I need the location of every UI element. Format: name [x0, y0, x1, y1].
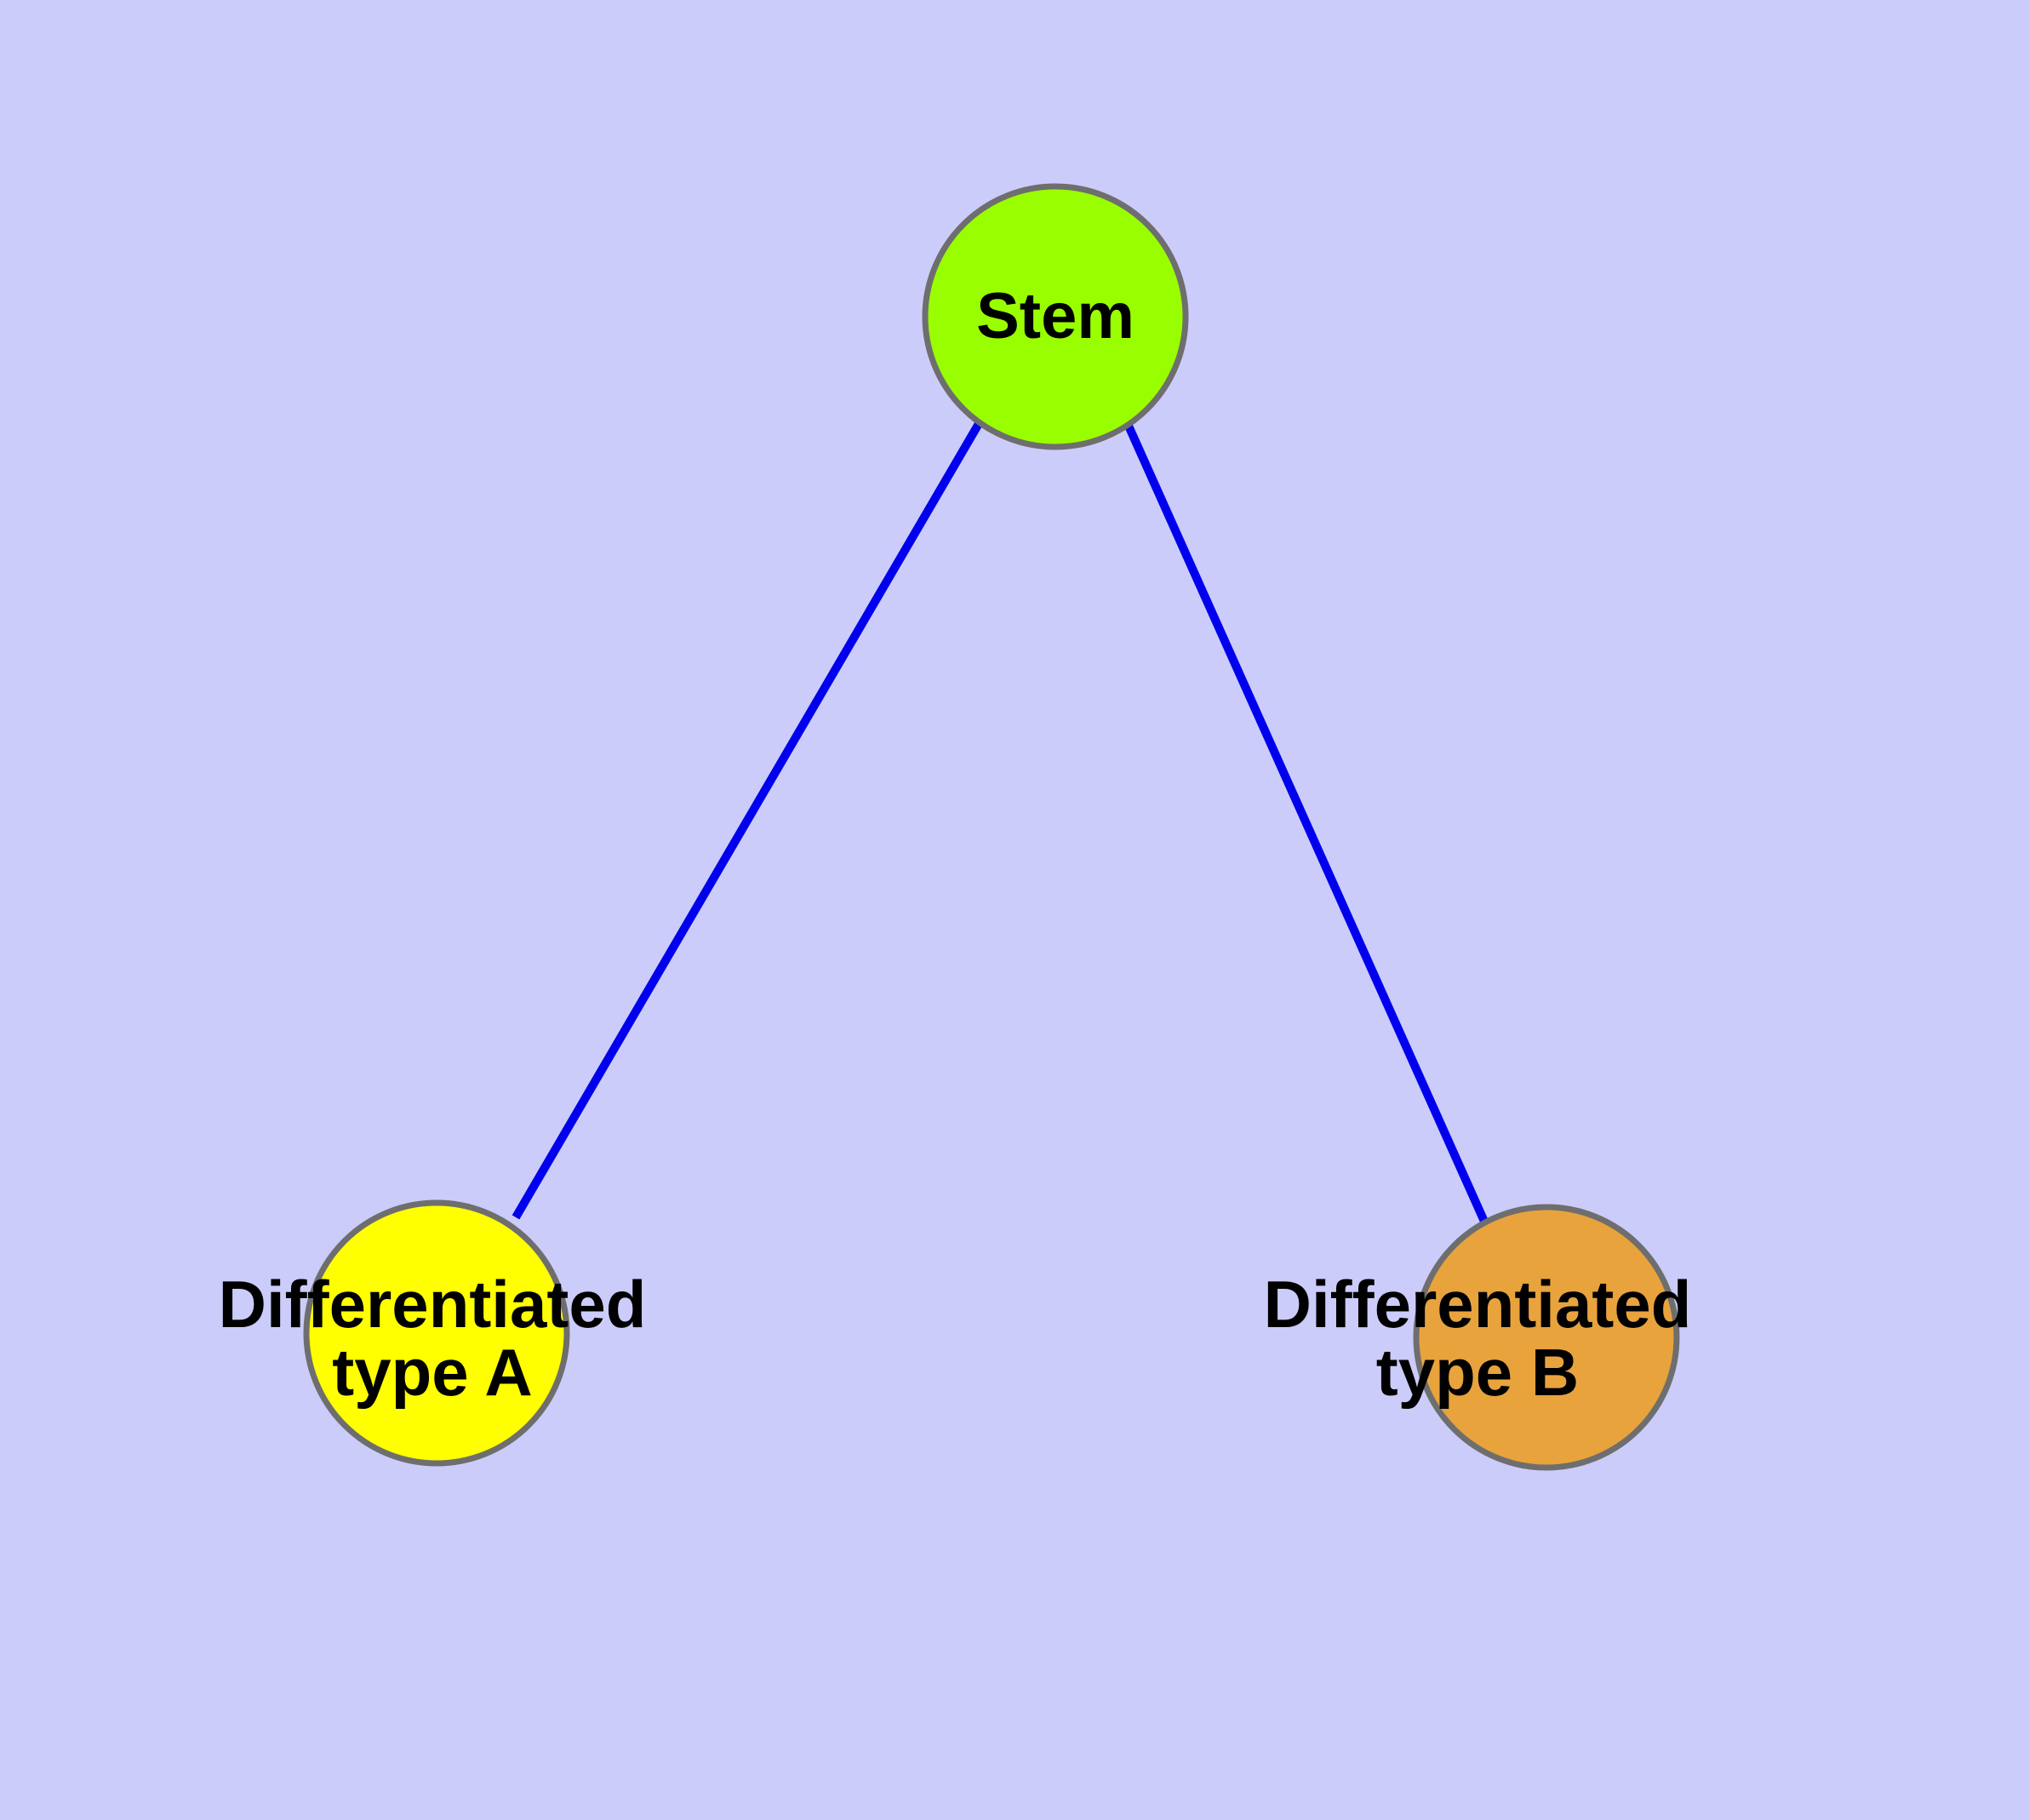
edge-layer — [512, 420, 1489, 1226]
edge-stem-to-type-b[interactable] — [1123, 421, 1489, 1226]
node-diff-type-b[interactable] — [1413, 1204, 1680, 1471]
node-diff-type-a[interactable] — [303, 1199, 570, 1467]
node-stem[interactable] — [922, 183, 1189, 450]
node-layer — [303, 183, 1680, 1471]
edge-stem-to-type-a[interactable] — [512, 420, 984, 1220]
